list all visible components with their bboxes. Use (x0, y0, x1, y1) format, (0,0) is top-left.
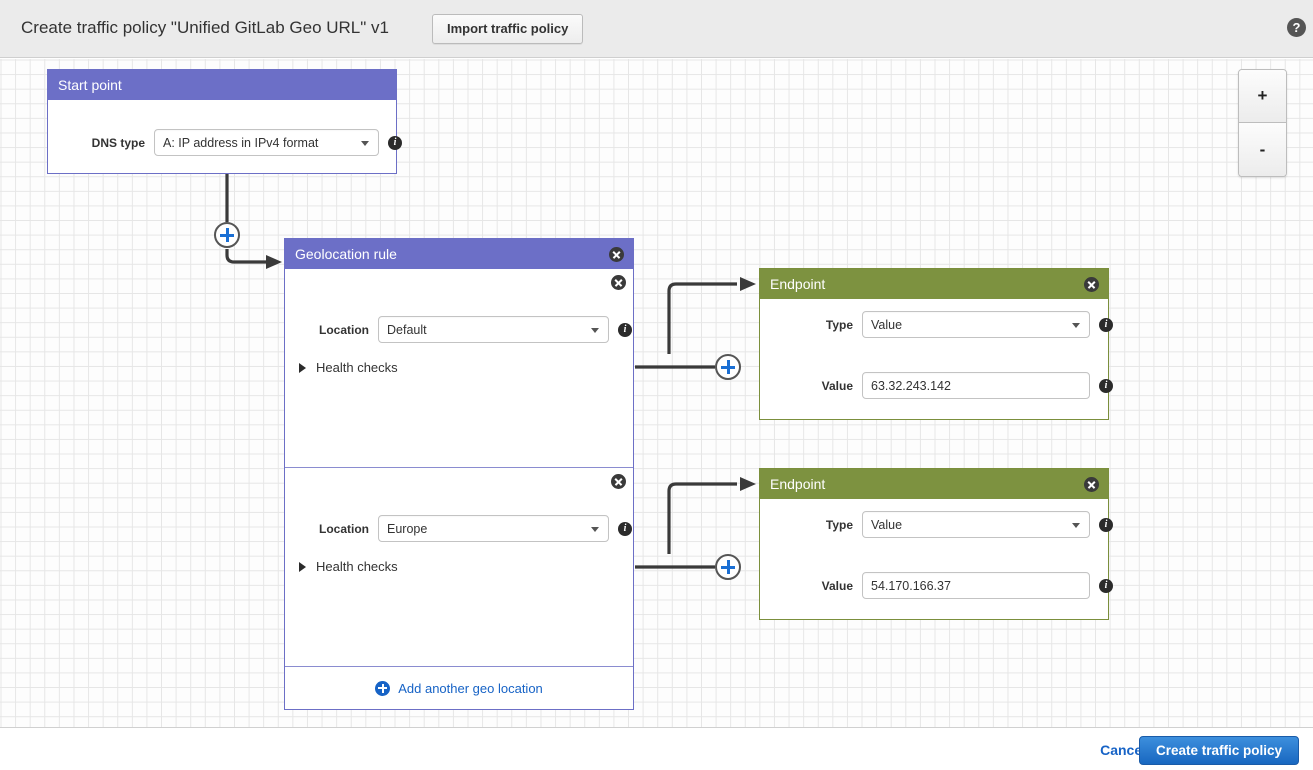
help-circle-icon[interactable]: ? (1286, 17, 1307, 38)
chevron-down-icon (591, 327, 599, 333)
connector-add-button-endpoint-1[interactable] (715, 354, 741, 380)
page-title: Create traffic policy "Unified GitLab Ge… (21, 18, 389, 37)
dns-type-label: DNS type (91, 135, 145, 150)
geolocation-rule-title: Geolocation rule (295, 246, 397, 262)
endpoint-title: Endpoint (770, 476, 826, 492)
endpoint-type-value: Value (871, 517, 903, 532)
policy-canvas[interactable]: Start point DNS type A: IP address in IP… (0, 59, 1313, 727)
location-row: Location Europe i (307, 515, 632, 542)
chevron-down-icon (1072, 322, 1080, 328)
chevron-down-icon (361, 140, 369, 146)
endpoint-body: Type Value i Value 63.32.243.142 i (760, 299, 1113, 419)
info-icon[interactable]: i (1099, 317, 1113, 332)
start-point-title: Start point (58, 77, 122, 93)
close-icon[interactable] (1084, 277, 1099, 292)
svg-text:?: ? (1293, 20, 1301, 35)
endpoint-value-row: Value 54.170.166.37 i (794, 572, 1113, 599)
import-traffic-policy-button[interactable]: Import traffic policy (432, 14, 584, 44)
footer-bar: Cancel Create traffic policy (0, 727, 1313, 770)
info-icon[interactable]: i (1099, 517, 1113, 532)
info-icon[interactable]: i (1099, 578, 1113, 593)
start-point-header: Start point (48, 70, 396, 100)
location-label: Location (319, 322, 369, 337)
chevron-down-icon (591, 526, 599, 532)
geolocation-rule-node[interactable]: Geolocation rule Location Default i Heal… (284, 238, 634, 710)
endpoint-header: Endpoint (760, 469, 1108, 499)
health-checks-label: Health checks (316, 360, 398, 375)
endpoint-body: Type Value i Value 54.170.166.37 i (760, 499, 1113, 619)
zoom-out-button[interactable]: - (1239, 123, 1286, 176)
location-select[interactable]: Europe (378, 515, 609, 542)
health-checks-expander[interactable]: Health checks (299, 360, 398, 375)
endpoint-value-input[interactable]: 54.170.166.37 (862, 572, 1090, 599)
endpoint-node[interactable]: Endpoint Type Value i Value 63.32.243.14… (759, 268, 1113, 420)
geolocation-rule-header: Geolocation rule (285, 239, 633, 269)
connector-add-button-endpoint-2[interactable] (715, 554, 741, 580)
endpoint-header: Endpoint (760, 269, 1108, 299)
add-another-geo-location-label: Add another geo location (398, 680, 543, 696)
endpoint-type-select[interactable]: Value (862, 311, 1090, 338)
location-select[interactable]: Default (378, 316, 609, 343)
health-checks-label: Health checks (316, 559, 398, 574)
close-icon[interactable] (611, 474, 626, 489)
cancel-button[interactable]: Cancel (1100, 742, 1146, 758)
endpoint-value-text: 63.32.243.142 (871, 378, 951, 393)
endpoint-type-label: Type (825, 517, 853, 532)
info-icon[interactable]: i (618, 521, 632, 536)
location-value: Europe (387, 521, 428, 536)
dns-type-select[interactable]: A: IP address in IPv4 format (154, 129, 379, 156)
info-icon[interactable]: i (618, 322, 632, 337)
endpoint-node[interactable]: Endpoint Type Value i Value 54.170.166.3… (759, 468, 1113, 620)
endpoint-type-label: Type (825, 317, 853, 332)
dns-type-value: A: IP address in IPv4 format (163, 135, 319, 150)
info-icon[interactable]: i (388, 135, 402, 150)
plus-circle-icon (375, 680, 391, 696)
create-traffic-policy-button[interactable]: Create traffic policy (1138, 736, 1299, 765)
endpoint-value-input[interactable]: 63.32.243.142 (862, 372, 1090, 399)
close-icon[interactable] (611, 275, 626, 290)
location-value: Default (387, 322, 427, 337)
triangle-right-icon (299, 561, 306, 572)
top-header-bar: Create traffic policy "Unified GitLab Ge… (0, 0, 1313, 58)
endpoint-type-row: Type Value i (794, 511, 1113, 538)
endpoint-value-label: Value (821, 578, 853, 593)
start-point-body: DNS type A: IP address in IPv4 format i (48, 100, 402, 173)
geo-location-section: Location Europe i Health checks (285, 468, 633, 667)
triangle-right-icon (299, 362, 306, 373)
endpoint-value-text: 54.170.166.37 (871, 578, 951, 593)
start-point-node[interactable]: Start point DNS type A: IP address in IP… (47, 69, 402, 174)
canvas-zoom-controls[interactable]: + - (1238, 69, 1287, 177)
endpoint-type-select[interactable]: Value (862, 511, 1090, 538)
chevron-down-icon (1072, 522, 1080, 528)
close-icon[interactable] (609, 247, 624, 262)
add-another-geo-location-button[interactable]: Add another geo location (285, 667, 633, 709)
location-label: Location (319, 521, 369, 536)
connector-wires (225, 169, 756, 569)
endpoint-value-row: Value 63.32.243.142 i (794, 372, 1113, 399)
endpoint-type-value: Value (871, 317, 903, 332)
connector-add-button-start[interactable] (214, 222, 240, 248)
endpoint-value-label: Value (821, 378, 853, 393)
health-checks-expander[interactable]: Health checks (299, 559, 398, 574)
geo-location-section: Location Default i Health checks (285, 269, 633, 468)
endpoint-title: Endpoint (770, 276, 826, 292)
endpoint-type-row: Type Value i (794, 311, 1113, 338)
location-row: Location Default i (307, 316, 632, 343)
dns-type-row: DNS type A: IP address in IPv4 format i (70, 129, 402, 156)
close-icon[interactable] (1084, 477, 1099, 492)
zoom-in-button[interactable]: + (1239, 70, 1286, 123)
info-icon[interactable]: i (1099, 378, 1113, 393)
